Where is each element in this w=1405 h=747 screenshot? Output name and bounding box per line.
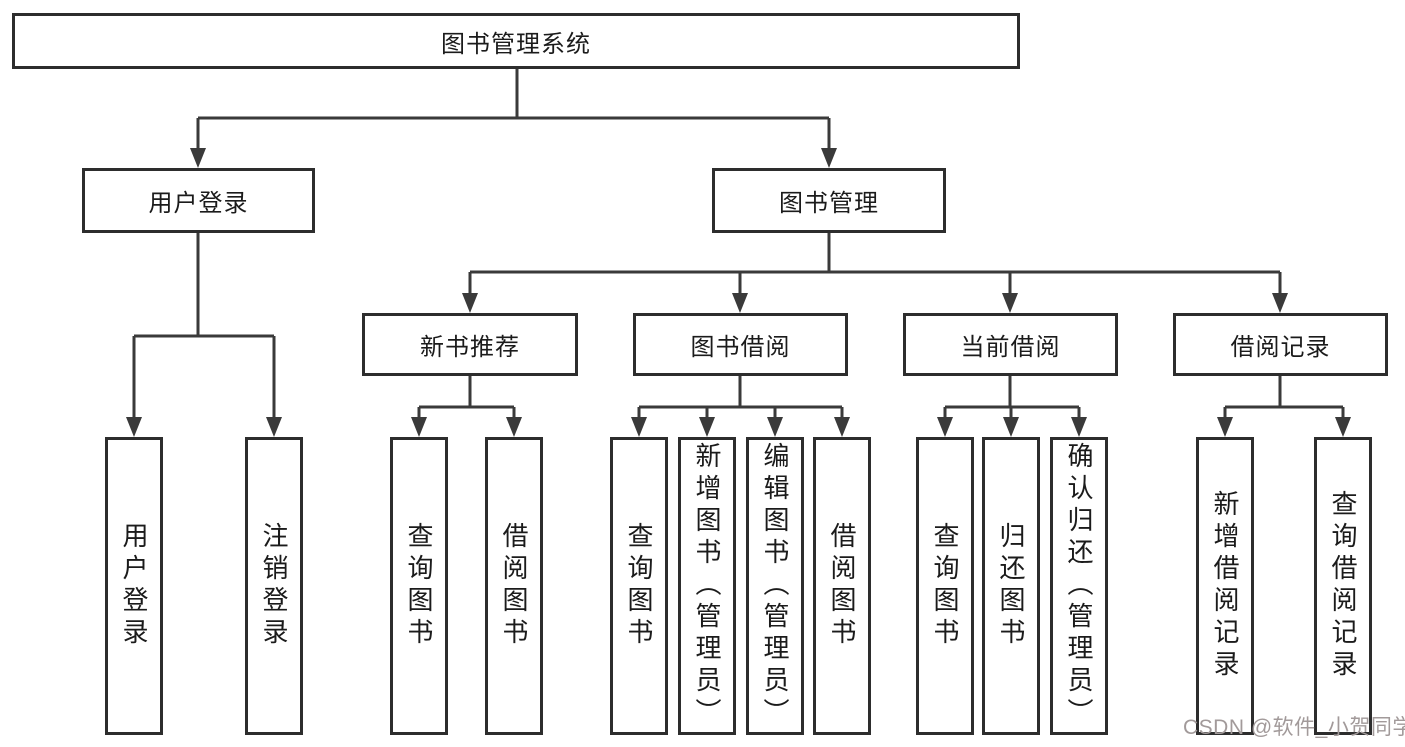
node-book-borrow-label: 图书借阅 [690,334,791,361]
node-current-borrow-label: 当前借阅 [960,334,1061,361]
leaf-recommend-borrow-books-label: 借阅图书 [499,522,529,650]
leaf-confirm-return-admin: 确认归还（管理员） [1050,437,1108,735]
node-book-borrow: 图书借阅 [633,313,848,376]
node-user-login: 用户登录 [82,168,315,233]
node-current-borrow: 当前借阅 [903,313,1118,376]
node-root-system: 图书管理系统 [12,13,1020,69]
leaf-current-query-books: 查询图书 [916,437,974,735]
leaf-borrow-query-books: 查询图书 [610,437,668,735]
leaf-return-books-label: 归还图书 [996,522,1026,650]
node-new-book-recommend-label: 新书推荐 [420,334,520,361]
node-borrow-records-label: 借阅记录 [1230,334,1331,361]
leaf-add-borrow-record-label: 新增借阅记录 [1210,490,1240,682]
leaf-add-books-admin: 新增图书（管理员） [678,437,736,735]
leaf-borrow-query-books-label: 查询图书 [624,522,654,650]
node-book-management: 图书管理 [712,168,946,233]
leaf-edit-books-admin: 编辑图书（管理员） [746,437,804,735]
csdn-watermark: CSDN @软件_小贺同学 [1183,716,1405,739]
node-borrow-records: 借阅记录 [1173,313,1388,376]
node-user-login-label: 用户登录 [148,190,249,217]
node-book-management-label: 图书管理 [779,190,879,217]
arrowheads [126,148,1351,437]
leaf-add-books-admin-label: 新增图书（管理员） [692,442,722,730]
leaf-query-borrow-record-label: 查询借阅记录 [1328,490,1358,682]
leaf-logout-label: 注销登录 [259,522,289,650]
leaf-add-borrow-record: 新增借阅记录 [1196,437,1254,735]
leaf-recommend-query-books: 查询图书 [390,437,448,735]
node-new-book-recommend: 新书推荐 [362,313,578,376]
leaf-confirm-return-admin-label: 确认归还（管理员） [1064,442,1094,730]
leaf-recommend-query-books-label: 查询图书 [404,522,434,650]
leaf-edit-books-admin-label: 编辑图书（管理员） [760,442,790,730]
leaf-borrow-books: 借阅图书 [813,437,871,735]
node-root-label: 图书管理系统 [441,30,591,58]
leaf-return-books: 归还图书 [982,437,1040,735]
leaf-query-borrow-record: 查询借阅记录 [1314,437,1372,735]
leaf-logout: 注销登录 [245,437,303,735]
leaf-user-login-label: 用户登录 [119,522,149,650]
leaf-borrow-books-label: 借阅图书 [827,522,857,650]
leaf-recommend-borrow-books: 借阅图书 [485,437,543,735]
leaf-user-login: 用户登录 [105,437,163,735]
leaf-current-query-books-label: 查询图书 [930,522,960,650]
